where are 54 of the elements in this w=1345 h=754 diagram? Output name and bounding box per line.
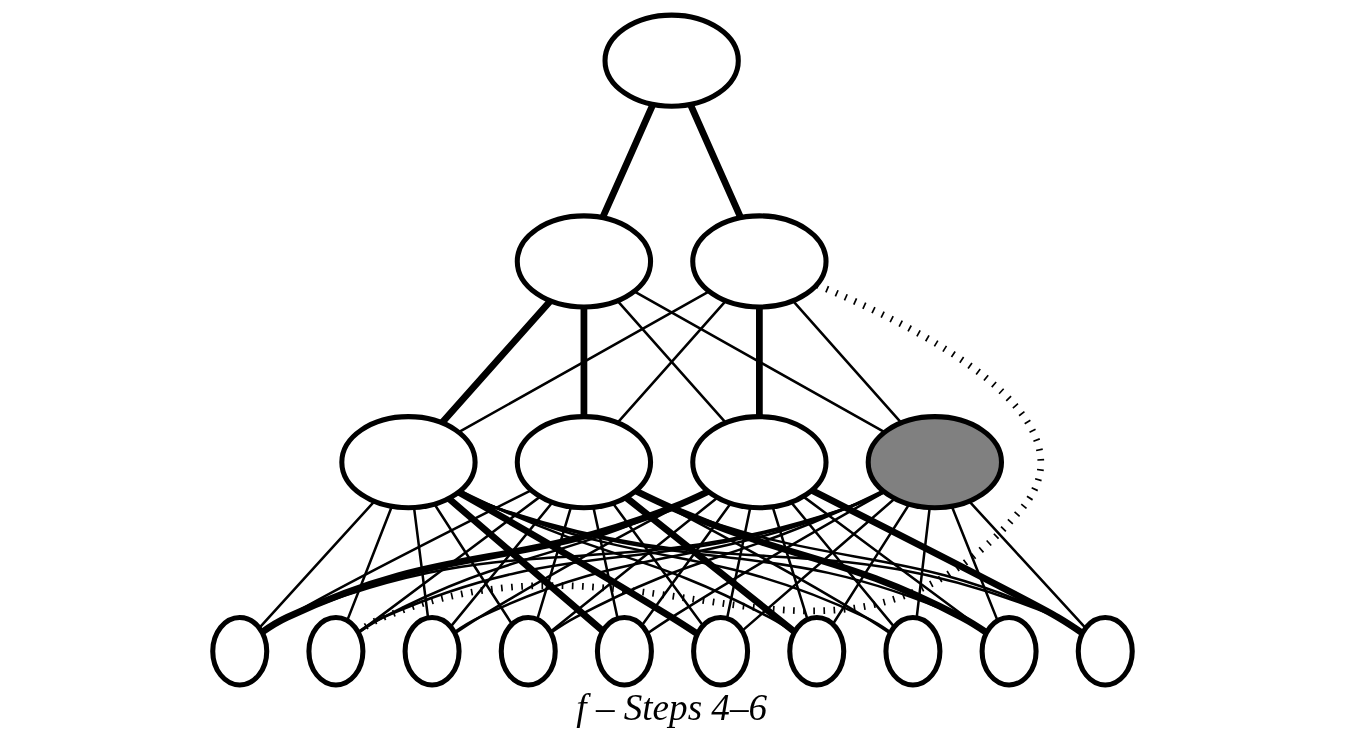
connector xyxy=(449,502,554,628)
connector xyxy=(741,497,896,632)
node-ellipse xyxy=(339,414,478,511)
connector xyxy=(550,489,884,634)
connector xyxy=(915,507,931,618)
connector xyxy=(968,500,1087,629)
connector xyxy=(258,500,376,629)
connector xyxy=(357,490,885,633)
connector xyxy=(592,507,619,619)
node-ellipse xyxy=(1075,614,1135,688)
node-ellipse xyxy=(402,614,462,688)
node-ellipse xyxy=(210,614,270,688)
connector xyxy=(771,506,809,620)
connector xyxy=(599,103,656,219)
node-ellipse xyxy=(514,414,654,511)
node-ellipse xyxy=(594,614,654,688)
connector xyxy=(458,290,710,434)
connector xyxy=(439,298,553,425)
node-ellipse xyxy=(306,614,366,688)
node-ellipse xyxy=(498,614,558,688)
connector xyxy=(641,502,732,626)
node-ellipse xyxy=(865,414,1005,511)
node-ellipse xyxy=(883,614,943,688)
connector xyxy=(634,487,989,636)
connector xyxy=(433,503,513,625)
connector xyxy=(756,307,763,417)
connector xyxy=(950,506,999,621)
node-ellipse xyxy=(787,614,847,688)
connector xyxy=(832,503,910,625)
node-ellipse xyxy=(514,213,654,310)
connector xyxy=(725,507,752,619)
connector xyxy=(611,502,704,627)
connector xyxy=(412,507,430,618)
connector xyxy=(616,300,727,424)
connector xyxy=(549,496,718,633)
connector xyxy=(687,103,744,219)
connector xyxy=(356,282,1044,635)
connector xyxy=(790,501,896,628)
connector xyxy=(260,488,710,635)
connector xyxy=(446,496,605,634)
node-ellipse xyxy=(690,414,829,511)
connector xyxy=(536,506,573,620)
connector xyxy=(580,307,588,417)
node-ellipse xyxy=(690,213,829,310)
connector xyxy=(261,490,885,633)
connector xyxy=(633,290,885,434)
caption: f – Steps 4–6 xyxy=(576,686,768,728)
node-ellipse xyxy=(979,614,1039,688)
connector xyxy=(792,300,903,424)
connector xyxy=(346,506,393,621)
node-ellipse xyxy=(602,12,741,109)
connector xyxy=(810,487,1084,636)
node-ellipse xyxy=(691,614,751,688)
connector xyxy=(624,494,797,635)
